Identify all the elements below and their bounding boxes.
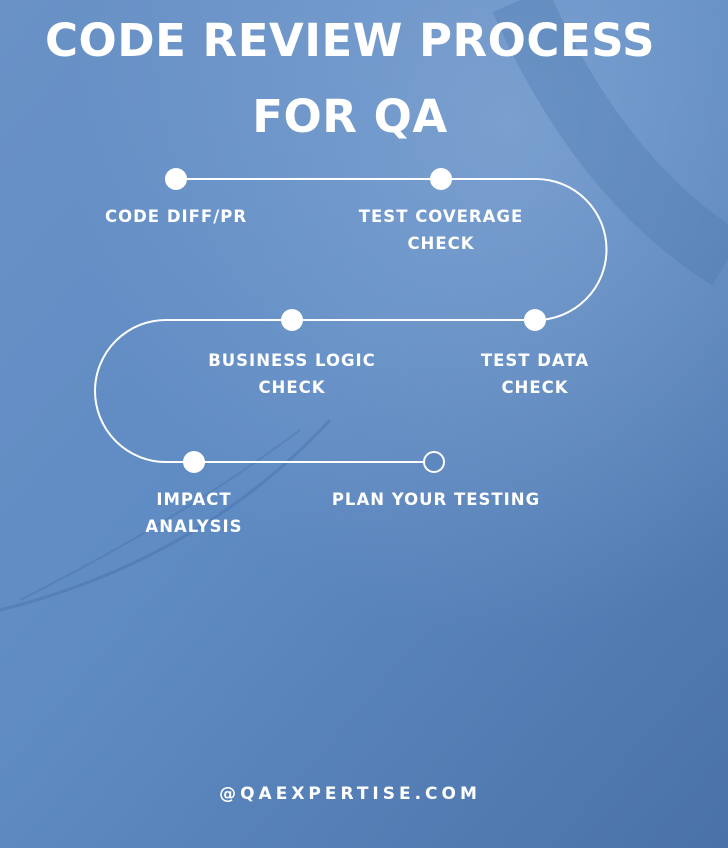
step-label-line: ANALYSIS xyxy=(145,517,243,536)
step-label-plan-testing: PLAN YOUR TESTING xyxy=(332,486,540,513)
step-label-line: CODE DIFF/PR xyxy=(104,207,248,226)
step-label-line: CHECK xyxy=(407,234,475,253)
process-path xyxy=(94,178,608,463)
step-label-line: CHECK xyxy=(258,378,326,397)
step-label-line: BUSINESS LOGIC xyxy=(208,351,376,370)
step-node-4 xyxy=(281,309,303,331)
step-node-end xyxy=(423,451,445,473)
step-label-business-logic: BUSINESS LOGIC CHECK xyxy=(208,347,376,401)
step-label-line: IMPACT xyxy=(156,490,232,509)
page-title-line-1: CODE REVIEW PROCESS xyxy=(45,14,655,67)
step-label-code-diff: CODE DIFF/PR xyxy=(105,203,247,230)
step-node-1 xyxy=(165,168,187,190)
step-label-line: TEST DATA xyxy=(480,351,590,370)
footer-handle: @QAEXPERTISE.COM xyxy=(219,784,481,804)
step-label-line: TEST COVERAGE xyxy=(358,207,524,226)
page-title-line-2: FOR QA xyxy=(252,90,448,143)
step-label-line: PLAN YOUR TESTING xyxy=(331,490,541,509)
step-node-5 xyxy=(183,451,205,473)
step-label-test-coverage: TEST COVERAGE CHECK xyxy=(359,203,523,257)
step-node-3 xyxy=(524,309,546,331)
step-node-2 xyxy=(430,168,452,190)
step-label-test-data: TEST DATA CHECK xyxy=(481,347,589,401)
step-label-line: CHECK xyxy=(501,378,569,397)
step-label-impact-analysis: IMPACT ANALYSIS xyxy=(145,486,242,540)
